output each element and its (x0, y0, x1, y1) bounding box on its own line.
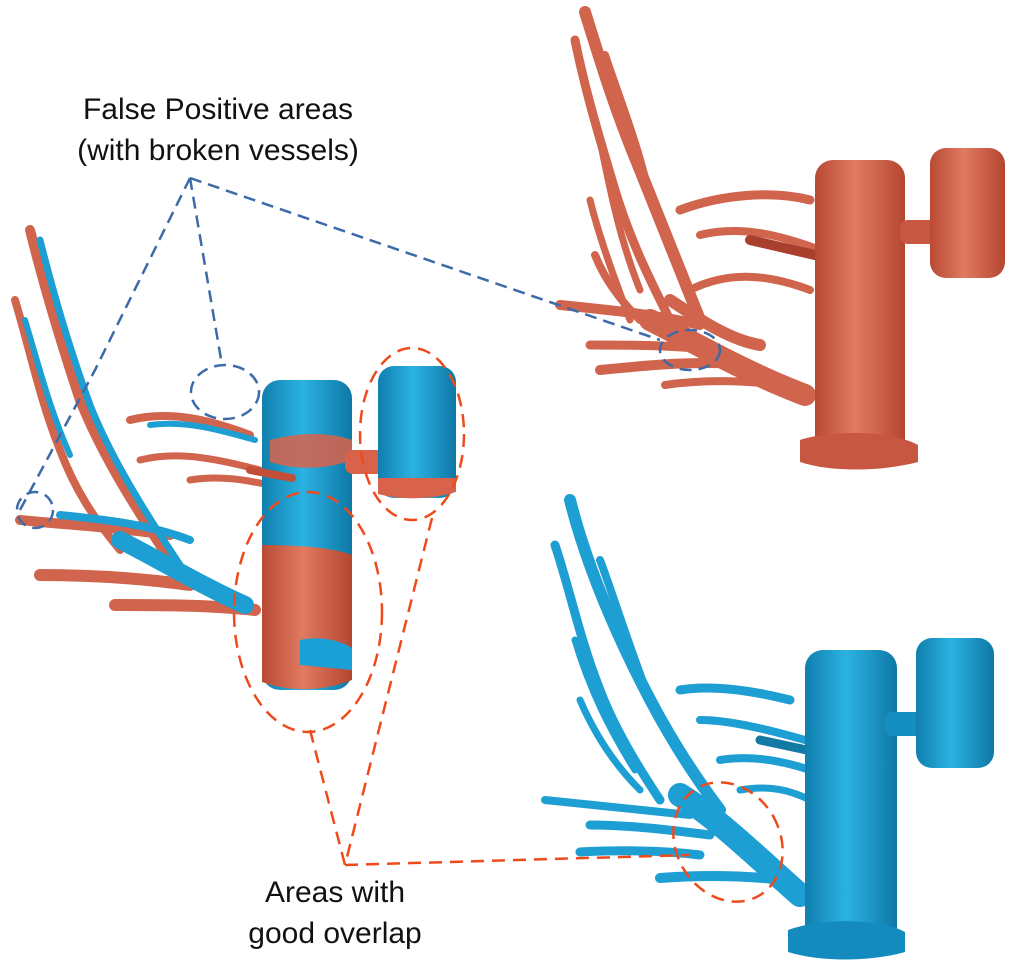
ground-truth-render (541, 494, 994, 960)
overlay-side-vessel (378, 366, 456, 498)
overlap-line-ground-truth (344, 853, 691, 867)
fp-callout-line-middle (188, 177, 224, 366)
fp-circle-overlay-middle (189, 363, 261, 421)
overlap-ellipse-ground-truth (672, 781, 784, 903)
overlap-callouts (232, 346, 784, 903)
false-positive-label-line1: False Positive areas (83, 93, 353, 126)
overlap-line-trunk (308, 729, 347, 866)
overlap-ellipse-trunk (232, 490, 384, 734)
false-positive-label-line2: (with broken vessels) (77, 134, 359, 167)
overlap-label-line1: Areas with (265, 876, 405, 909)
ground-truth-vessel-trunk (805, 650, 897, 955)
fp-circle-overlay-left (15, 490, 55, 530)
fp-circle-prediction (658, 328, 722, 372)
false-positive-callouts (15, 176, 722, 530)
overlay-render (11, 225, 456, 690)
prediction-vessel-trunk (815, 160, 905, 465)
prediction-render (555, 6, 1005, 470)
fp-callout-line-right (189, 176, 661, 342)
prediction-side-vessel (930, 148, 1005, 278)
overlap-ellipse-side (358, 346, 466, 522)
overlap-label-line2: good overlap (248, 917, 421, 950)
fp-callout-line-left (18, 177, 192, 511)
overlap-line-side (343, 517, 434, 866)
ground-truth-side-vessel (916, 638, 994, 768)
